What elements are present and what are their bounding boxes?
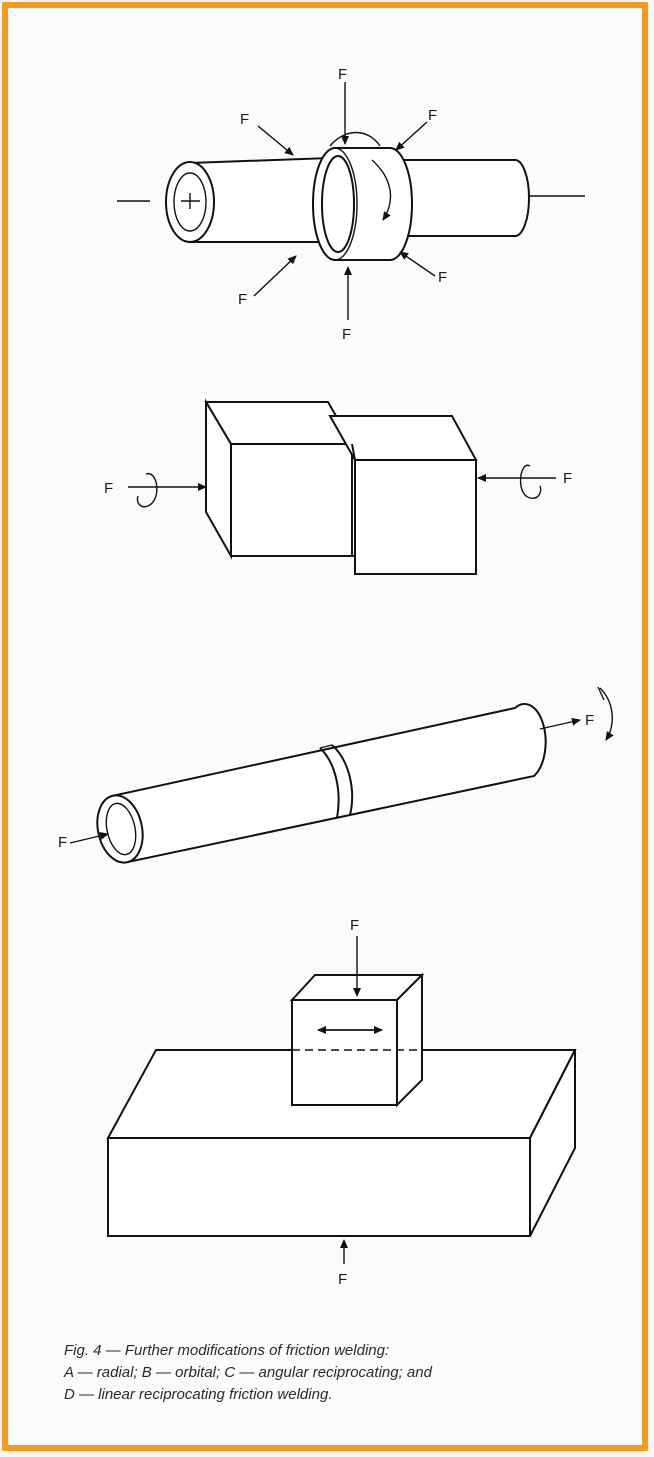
tube-inner-rim: [105, 802, 137, 856]
force-arrow-left: [69, 831, 109, 844]
force-label-left: F: [58, 834, 67, 851]
tube-end: [96, 794, 144, 864]
panel-d-linear-reciprocating: F F: [106, 917, 577, 1288]
caption-line-2: A — radial; B — orbital; C — angular rec…: [64, 1364, 432, 1381]
left-shaft-inner-rim: [173, 172, 207, 232]
force-label-right: F: [563, 470, 572, 487]
rotation-icon-right: [519, 464, 542, 499]
force-arrow-right: [539, 717, 581, 730]
small-block-side: [396, 972, 423, 1108]
panel-b-orbital: F F: [104, 398, 572, 575]
base-slab-front: [107, 1137, 531, 1237]
caption-line-3: D — linear reciprocating friction weldin…: [64, 1386, 333, 1403]
force-label-top: F: [350, 917, 359, 934]
force-arrow-bottom-right: [399, 251, 436, 277]
force-label-top: F: [338, 66, 347, 83]
rotation-icon-left: [136, 473, 158, 508]
small-block-front: [291, 999, 398, 1106]
oscillation-arrow: [599, 687, 614, 741]
force-arrow-bottom-left: [253, 255, 297, 297]
force-arrow-top-right: [395, 121, 428, 151]
base-slab-side: [529, 1049, 576, 1237]
force-label-bottom: F: [342, 326, 351, 343]
caption-line-1: Fig. 4 — Further modifications of fricti…: [64, 1342, 390, 1359]
panel-c-angular-reciprocating: F F: [58, 686, 614, 864]
right-block-top: [328, 415, 478, 461]
force-label-right: F: [585, 712, 594, 729]
tube: [110, 703, 547, 864]
force-label-bottom: F: [338, 1271, 347, 1288]
right-shaft: [394, 159, 530, 237]
panel-a-radial: F F F F F F: [117, 66, 585, 343]
right-block-front: [354, 459, 477, 575]
force-arrow-top-left: [257, 125, 294, 156]
left-block-front: [230, 443, 353, 557]
force-label-bottom-right: F: [438, 269, 447, 286]
force-label-left: F: [104, 480, 113, 497]
force-label-bottom-left: F: [238, 291, 247, 308]
force-label-top-right: F: [428, 107, 437, 124]
force-label-top-left: F: [240, 111, 249, 128]
rotation-arrow: [371, 159, 392, 221]
figure-caption: Fig. 4 — Further modifications of fricti…: [64, 1340, 604, 1406]
